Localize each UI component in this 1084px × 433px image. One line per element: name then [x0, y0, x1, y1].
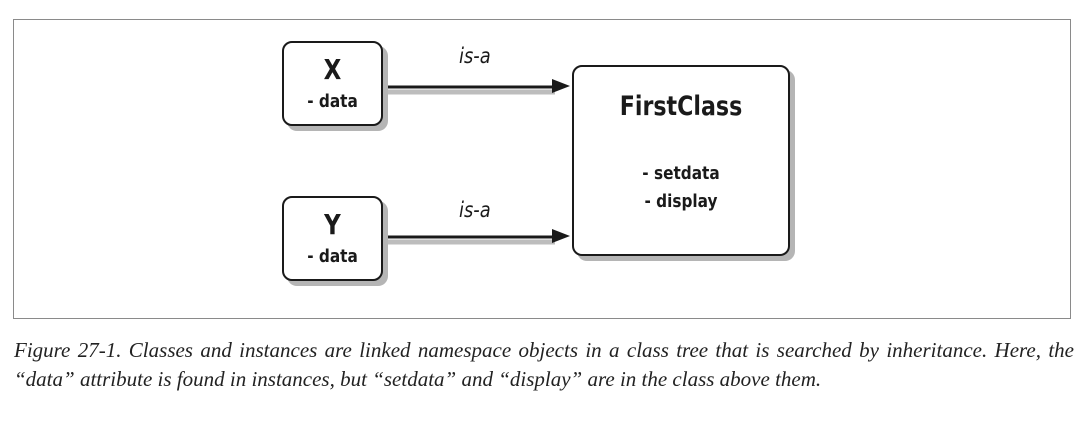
- node-firstclass-attribute-setdata: - setdata: [642, 163, 720, 184]
- node-x: X - data: [282, 41, 383, 126]
- figure-caption: Figure 27-1. Classes and instances are l…: [14, 338, 1074, 391]
- edge-y-to-firstclass: [384, 229, 570, 245]
- edge-x-to-firstclass: [384, 79, 570, 95]
- node-x-name: X: [323, 53, 342, 86]
- node-firstclass-attribute-display: - display: [644, 191, 718, 212]
- node-x-attribute: - data: [307, 91, 358, 112]
- node-firstclass-name: FirstClass: [619, 91, 743, 122]
- figure-frame: [13, 19, 1071, 319]
- edge-label-y-is-a: is-a: [459, 198, 491, 222]
- node-y: Y - data: [282, 196, 383, 281]
- node-y-attribute: - data: [307, 246, 358, 267]
- node-y-name: Y: [324, 208, 341, 241]
- edge-label-x-is-a: is-a: [459, 44, 491, 68]
- node-firstclass: FirstClass - setdata - display: [572, 65, 790, 256]
